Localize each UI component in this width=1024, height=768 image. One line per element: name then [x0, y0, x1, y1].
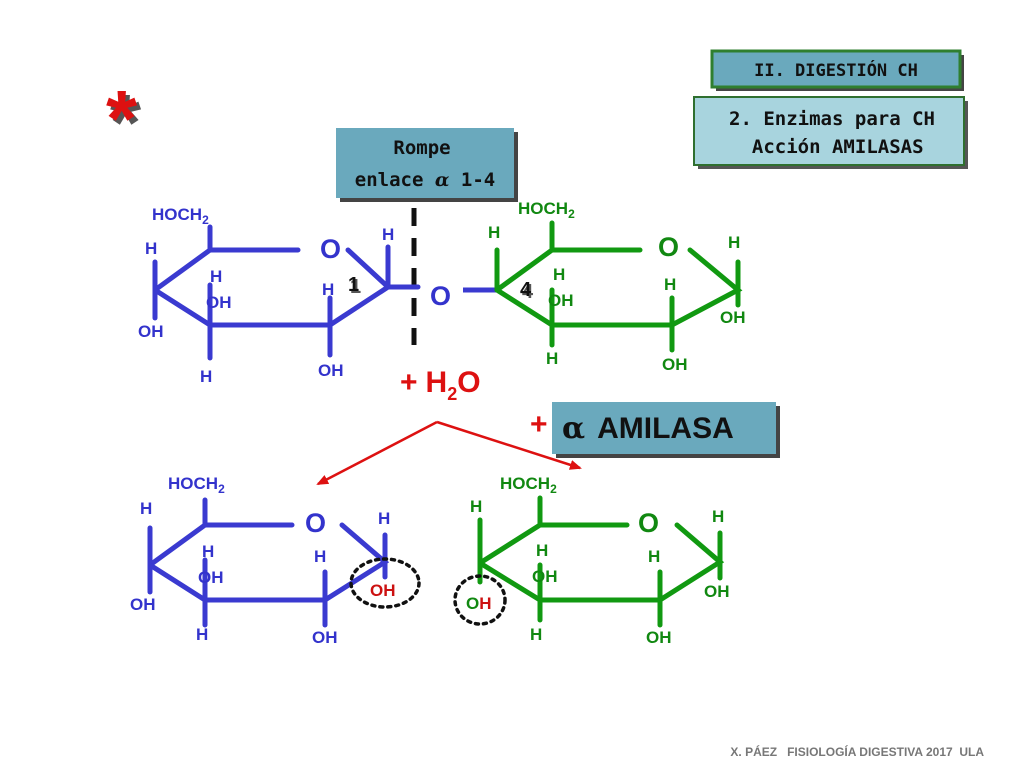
svg-text:H: H	[470, 497, 482, 516]
arrow-right	[436, 420, 582, 470]
section-header-box: II. DIGESTIÓN CH	[710, 49, 964, 91]
water-reagent: +H2O	[400, 366, 481, 404]
svg-text:H: H	[314, 547, 326, 566]
svg-text:H: H	[664, 275, 676, 294]
enzyme-plus: +	[530, 408, 548, 441]
bond-box: Rompe enlace α 1-4	[336, 128, 518, 202]
footer-credit: X. PÁEZ FISIOLOGÍA DIGESTIVA 2017 ULA	[730, 744, 984, 759]
svg-text:H: H	[200, 367, 212, 386]
svg-text:H: H	[712, 507, 724, 526]
svg-text:O: O	[305, 508, 326, 538]
svg-text:O: O	[658, 232, 679, 262]
glucose-bottom-left: HOCH2 O H H OH OH H H OH H OH	[130, 474, 421, 647]
svg-text:OH: OH	[130, 595, 156, 614]
subheader-box: 2. Enzimas para CH Acción AMILASAS	[693, 96, 968, 169]
asterisk-mark: *	[106, 74, 138, 163]
svg-text:OH: OH	[548, 291, 574, 310]
glycosidic-oxygen: O	[430, 281, 451, 311]
svg-text:H: H	[140, 499, 152, 518]
arrow-left	[316, 420, 438, 486]
svg-text:OH: OH	[720, 308, 746, 327]
bond-box-line1: Rompe	[393, 137, 450, 159]
svg-text:OH: OH	[318, 361, 344, 380]
hoch2-label: HOCH2	[152, 205, 209, 227]
svg-text:OH: OH	[312, 628, 338, 647]
svg-text:H: H	[196, 625, 208, 644]
svg-text:HOCH2: HOCH2	[500, 474, 557, 496]
svg-text:H: H	[382, 225, 394, 244]
svg-text:OH: OH	[198, 568, 224, 587]
svg-text:HOCH2: HOCH2	[518, 199, 575, 221]
carbon-4-label: 4	[520, 279, 532, 301]
svg-text:H: H	[536, 541, 548, 560]
svg-text:+H2O: +H2O	[400, 366, 481, 404]
svg-text:H: H	[322, 280, 334, 299]
svg-text:O: O	[638, 508, 659, 538]
glucose-bottom-right: HOCH2 O H H OH H H OH H OH OH	[453, 474, 730, 647]
svg-text:H: H	[553, 265, 565, 284]
asterisk-shadow: *	[110, 78, 142, 167]
svg-text:H: H	[648, 547, 660, 566]
svg-text:H: H	[728, 233, 740, 252]
svg-text:H: H	[546, 349, 558, 368]
svg-text:H: H	[202, 542, 214, 561]
carbon-4-shadow: 4	[522, 281, 534, 303]
svg-text:OH: OH	[138, 322, 164, 341]
svg-text:H: H	[145, 239, 157, 258]
carbon-1-label: 1	[348, 274, 359, 296]
section-header-text: II. DIGESTIÓN CH	[754, 59, 918, 81]
svg-text:H: H	[378, 509, 390, 528]
svg-text:OH: OH	[532, 567, 558, 586]
glucose-top-right: HOCH2 O H H OH H H OH H OH 4 4	[488, 199, 746, 374]
ring-oxygen: O	[320, 234, 341, 264]
svg-text:OH: OH	[206, 293, 232, 312]
carbon-1-shadow: 1	[350, 276, 361, 298]
svg-text:OH: OH	[704, 582, 730, 601]
svg-text:H: H	[530, 625, 542, 644]
glucose-top-left: HOCH2 O H H OH OH H H OH H 1 1	[138, 205, 421, 386]
highlight-circle-left	[349, 557, 421, 609]
highlight-circle-right	[453, 574, 507, 626]
svg-text:H: H	[488, 223, 500, 242]
svg-text:OH: OH	[662, 355, 688, 374]
bond-box-line2: enlace α 1-4	[355, 169, 495, 191]
subheader-line2: Acción AMILASAS	[740, 136, 923, 158]
released-hydroxyl-left: OH	[370, 581, 396, 600]
released-hydroxyl-right: OH	[466, 594, 492, 613]
svg-text:HOCH2: HOCH2	[168, 474, 225, 496]
svg-text:OH: OH	[646, 628, 672, 647]
subheader-line1: 2. Enzimas para CH	[729, 108, 935, 130]
svg-text:H: H	[210, 267, 222, 286]
